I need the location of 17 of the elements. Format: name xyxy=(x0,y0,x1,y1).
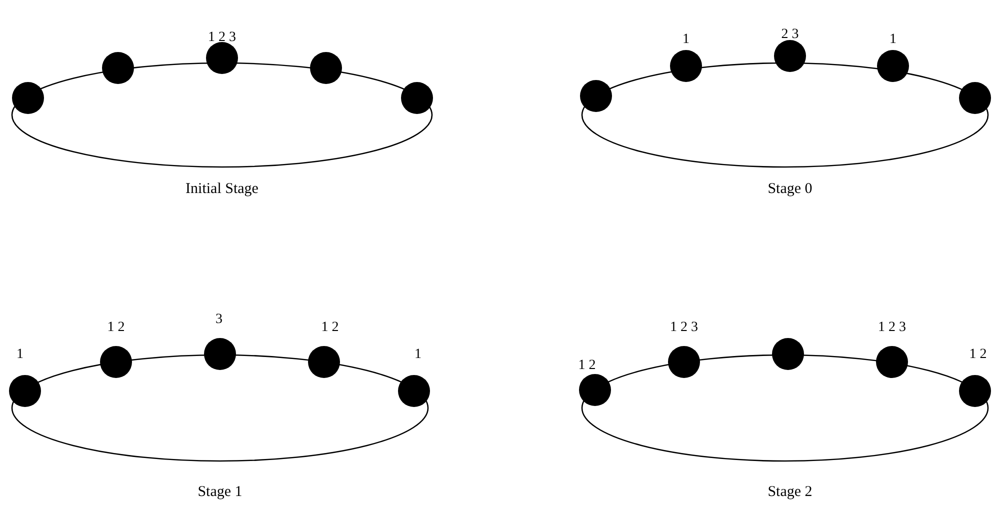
token-label: 1 2 xyxy=(969,348,987,362)
token-label: 1 2 xyxy=(578,359,596,373)
stage-caption: Initial Stage xyxy=(186,182,258,197)
token-label: 1 2 xyxy=(321,321,339,335)
token-label: 1 2 3 xyxy=(208,31,236,45)
token-label: 1 2 xyxy=(107,321,125,335)
stage-caption: Stage 2 xyxy=(768,485,812,500)
token-label: 1 2 3 xyxy=(878,321,906,335)
token-label: 1 xyxy=(16,348,24,362)
token-label: 1 2 3 xyxy=(670,321,698,335)
token-label: 1 xyxy=(890,33,896,47)
stage-caption: Stage 1 xyxy=(198,485,242,500)
token-label: 3 xyxy=(216,313,222,327)
token-label: 2 3 xyxy=(781,28,799,42)
token-label: 1 xyxy=(414,348,422,362)
token-label: 1 xyxy=(682,33,690,47)
stage-caption: Stage 0 xyxy=(768,182,812,197)
